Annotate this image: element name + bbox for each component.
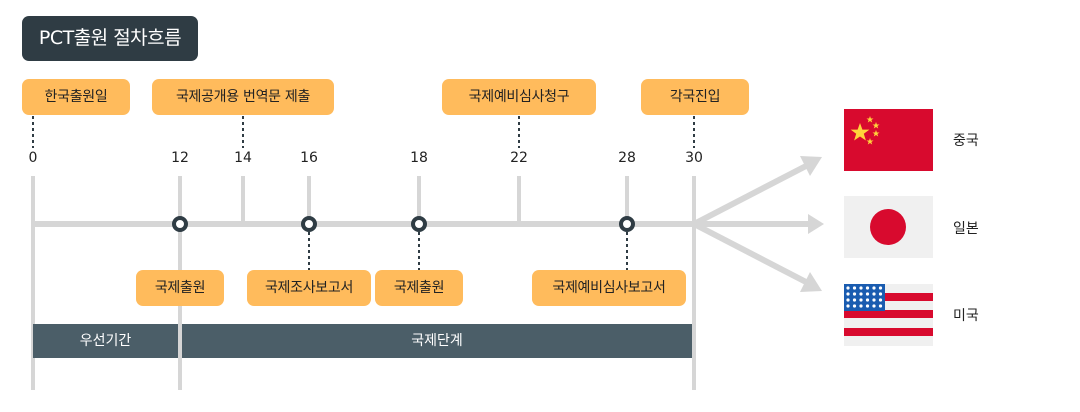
arrow-head-china	[800, 156, 822, 176]
milestone-marker	[301, 216, 317, 232]
tick-label: 18	[410, 150, 428, 166]
china-flag	[844, 109, 933, 171]
star-icon	[878, 304, 883, 308]
milestone-marker	[619, 216, 635, 232]
star-icon	[859, 286, 863, 290]
tick-label: 14	[234, 150, 252, 166]
milestone-marker	[411, 216, 427, 232]
star-icon	[872, 286, 876, 290]
star-icon	[852, 286, 857, 290]
star-icon	[865, 292, 870, 296]
usa-flag	[844, 284, 933, 346]
top-tag: 국제공개용 번역문 제출	[152, 79, 334, 115]
tick-label: 0	[28, 150, 38, 166]
country-arrows	[692, 156, 824, 292]
star-icon	[878, 292, 883, 296]
star-icon	[850, 123, 870, 141]
tick-label: 12	[171, 150, 189, 166]
star-icon	[865, 298, 870, 302]
arrow-usa	[692, 221, 808, 285]
milestone-tag: 국제예비심사보고서	[532, 270, 686, 306]
star-icon	[852, 304, 857, 308]
milestone-tag: 국제출원	[375, 270, 463, 306]
star-icon	[872, 292, 876, 296]
star-icon	[852, 298, 857, 302]
milestone-marker	[172, 216, 188, 232]
star-icon	[846, 298, 850, 302]
star-icon	[846, 304, 850, 308]
phase-bar: 국제단계	[182, 324, 692, 358]
tick-label: 30	[685, 150, 703, 166]
tick-label: 22	[510, 150, 528, 166]
star-icon	[846, 286, 850, 290]
page-title: PCT출원 절차흐름	[22, 16, 198, 61]
star-icon	[859, 304, 863, 308]
japan-flag	[844, 196, 933, 258]
arrow-head-japan	[808, 214, 824, 234]
phase-bar: 우선기간	[33, 324, 178, 358]
milestone-tag: 국제조사보고서	[247, 270, 371, 306]
star-icon	[859, 292, 863, 296]
star-icon	[872, 304, 876, 308]
star-icon	[852, 292, 857, 296]
star-icon	[865, 304, 870, 308]
star-icon	[865, 286, 870, 290]
star-icon	[846, 292, 850, 296]
country-label-china: 중국	[953, 133, 979, 149]
star-icon	[872, 298, 876, 302]
star-icon	[859, 298, 863, 302]
top-tag: 국제예비심사청구	[442, 79, 596, 115]
star-icon	[878, 286, 883, 290]
tick-label: 28	[618, 150, 636, 166]
tick-label: 16	[300, 150, 318, 166]
country-label-japan: 일본	[953, 221, 979, 237]
arrow-head-usa	[800, 272, 822, 292]
top-tag: 한국출원일	[22, 79, 130, 115]
country-label-usa: 미국	[953, 308, 979, 324]
arrow-china	[692, 163, 808, 227]
star-icon	[878, 298, 883, 302]
milestone-tag: 국제출원	[136, 270, 224, 306]
top-tag: 각국진입	[641, 79, 749, 115]
